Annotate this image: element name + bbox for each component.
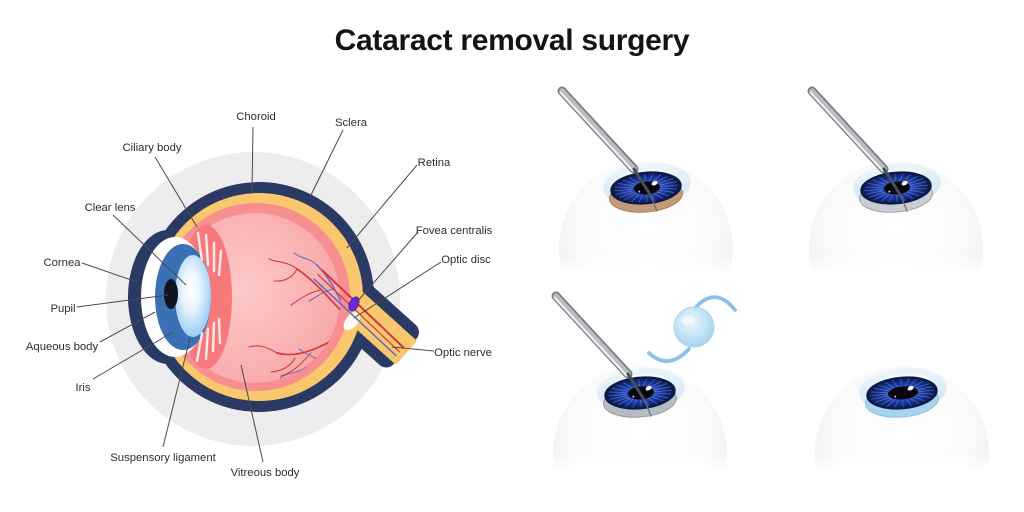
- label-text-choroid: Choroid: [236, 111, 276, 123]
- label-pupil: Pupil: [50, 294, 169, 315]
- pupil: [164, 279, 178, 309]
- phaco-probe-icon: [807, 86, 908, 212]
- pupil-glint: [907, 385, 914, 391]
- label-suspensory-ligament: Suspensory ligament: [110, 337, 217, 464]
- phaco-probe-icon: [551, 291, 652, 417]
- step-4-healed-eye-with-artificial-lens: [807, 366, 997, 512]
- label-text-pupil: Pupil: [50, 303, 75, 315]
- step-2-cataract-lens-removal: [801, 86, 991, 367]
- suspensory-ligaments: [195, 231, 223, 363]
- intraocular-lens-implant-icon: [647, 295, 737, 363]
- label-text-retina: Retina: [418, 157, 451, 169]
- clear-lens: [175, 255, 211, 337]
- label-text-fovea-centralis: Fovea centralis: [416, 225, 493, 237]
- label-text-aqueous-body: Aqueous body: [26, 341, 99, 353]
- label-sclera: Sclera: [309, 117, 368, 198]
- label-text-optic-nerve: Optic nerve: [434, 347, 492, 359]
- iris-icon: [866, 376, 938, 410]
- step-3-artificial-lens-insertion: [545, 291, 737, 512]
- eyeball-cross-section: [128, 182, 419, 412]
- label-text-clear-lens: Clear lens: [85, 202, 136, 214]
- pupil-glint: [651, 180, 658, 186]
- label-fovea-centralis: Fovea centralis: [355, 225, 493, 304]
- label-text-iris: Iris: [75, 382, 90, 394]
- label-retina: Retina: [346, 157, 451, 249]
- label-ciliary-body: Ciliary body: [122, 142, 198, 228]
- page-title: Cataract removal surgery: [334, 24, 690, 57]
- label-optic-nerve: Optic nerve: [391, 346, 492, 359]
- label-choroid: Choroid: [236, 111, 276, 194]
- label-text-vitreous-body: Vitreous body: [231, 467, 300, 479]
- phaco-probe-icon: [557, 86, 658, 212]
- label-text-ciliary-body: Ciliary body: [122, 142, 181, 154]
- label-aqueous-body: Aqueous body: [26, 311, 156, 353]
- label-text-cornea: Cornea: [43, 257, 81, 269]
- label-text-optic-disc: Optic disc: [441, 254, 491, 266]
- label-optic-disc: Optic disc: [353, 254, 491, 319]
- fovea-spot: [348, 296, 360, 312]
- pupil-glint: [901, 180, 908, 186]
- label-text-suspensory-ligament: Suspensory ligament: [110, 452, 216, 464]
- label-cornea: Cornea: [43, 257, 138, 283]
- surgery-steps-panel: [545, 86, 997, 512]
- label-clear-lens: Clear lens: [85, 202, 187, 286]
- label-iris: Iris: [75, 331, 174, 394]
- pupil-glint: [645, 385, 652, 391]
- label-vitreous-body: Vitreous body: [231, 364, 300, 479]
- label-text-sclera: Sclera: [335, 117, 368, 129]
